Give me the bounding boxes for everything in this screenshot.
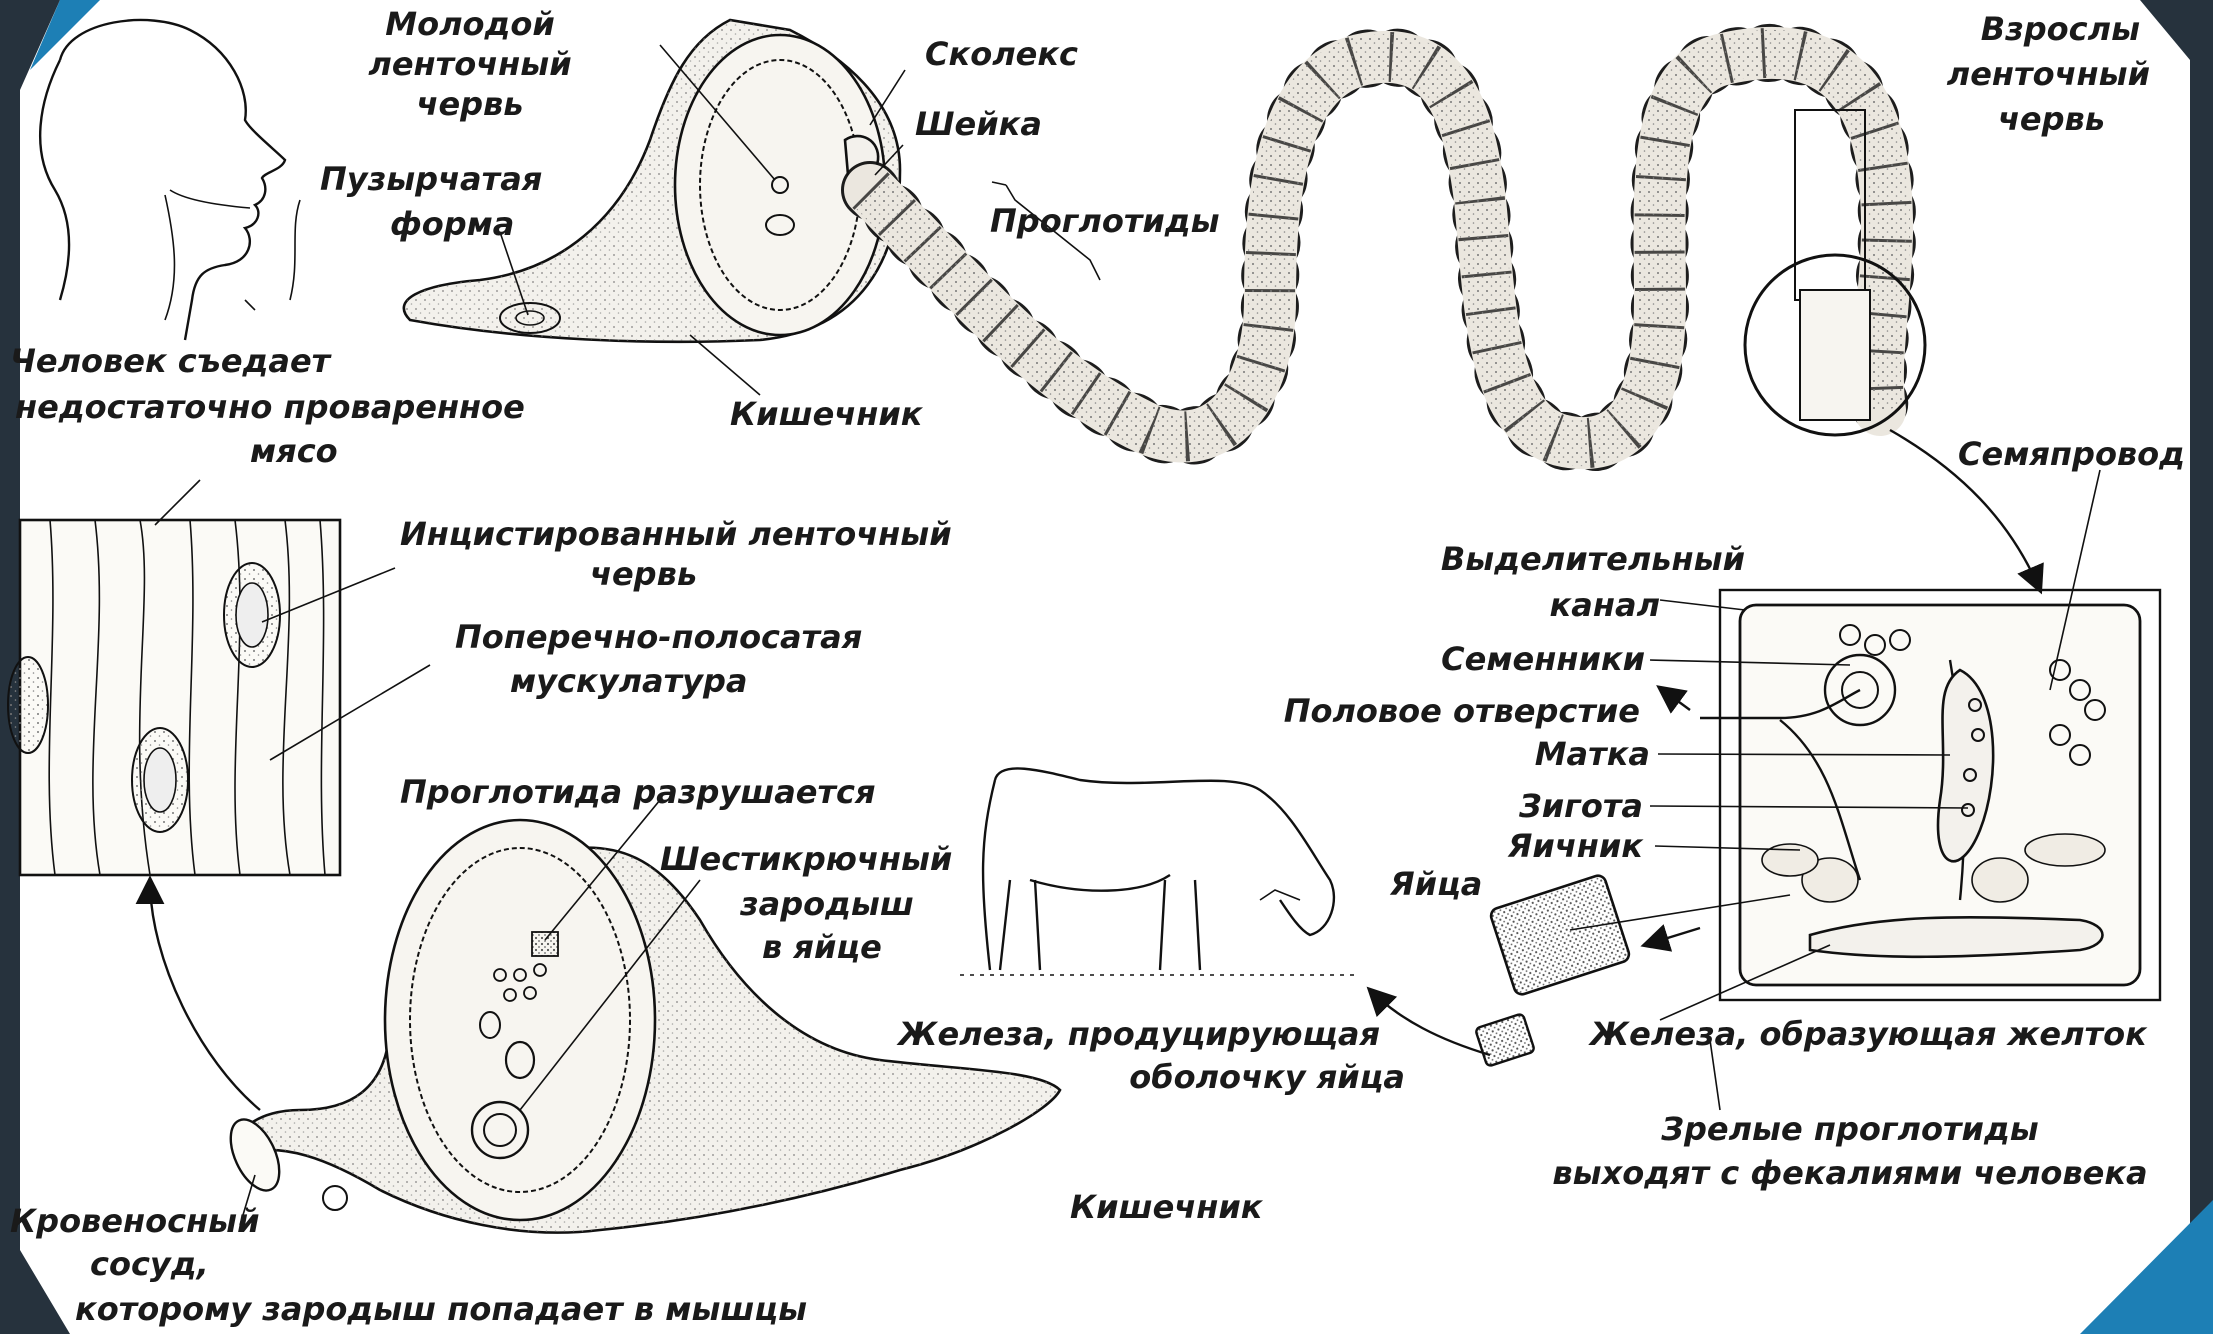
intestine-top-label: Кишечник bbox=[730, 395, 924, 433]
bladder-form-label-1: Пузырчатая bbox=[320, 160, 542, 198]
striated-muscle-label-1: Поперечно-полосатая bbox=[455, 618, 862, 656]
genital-pore-label: Половое отверстие bbox=[1284, 692, 1640, 730]
mature-proglottids-label-1: Зрелые проглотиды bbox=[1660, 1110, 2039, 1148]
human-eats-label-1: Человек съедает bbox=[10, 342, 333, 380]
human-eats-label-2: недостаточно проваренное bbox=[15, 388, 525, 426]
shell-gland-label-2: оболочку яйца bbox=[1129, 1058, 1405, 1096]
bladder-form-label-2: форма bbox=[390, 205, 514, 243]
human-head-illustration bbox=[40, 20, 300, 340]
hexacanth-label-3: в яйце bbox=[762, 928, 882, 966]
neck-label: Шейка bbox=[915, 105, 1042, 143]
young-worm-label-3: червь bbox=[416, 85, 523, 123]
human-eats-label-3: мясо bbox=[250, 432, 338, 470]
intestine-bottom-label: Кишечник bbox=[1070, 1188, 1264, 1226]
striated-muscle-label-2: мускулатура bbox=[510, 662, 748, 700]
adult-worm-label-1: Взрослы bbox=[1981, 10, 2140, 48]
yolk-gland-label: Железа, образующая желток bbox=[1588, 1015, 2148, 1053]
adult-worm-label-3: червь bbox=[1998, 100, 2105, 138]
excretory-canal-label-1: Выделительный bbox=[1441, 540, 1745, 578]
sperm-duct-label: Семяпровод bbox=[1958, 435, 2185, 473]
blood-vessel-label-3: которому зародыш попадает в мышцы bbox=[75, 1290, 807, 1328]
testes-label: Семенники bbox=[1441, 640, 1645, 678]
blood-vessel-label-2: сосуд, bbox=[90, 1245, 209, 1283]
scolex-label: Сколекс bbox=[925, 35, 1078, 73]
hexacanth-label-1: Шестикрючный bbox=[660, 840, 952, 878]
excretory-canal-label-2: канал bbox=[1550, 586, 1660, 624]
hexacanth-label-2: зародыш bbox=[739, 885, 914, 923]
proglottid-anatomy bbox=[1700, 590, 2160, 1000]
striated-muscle-block bbox=[8, 520, 340, 875]
encysted-worm-label-2: червь bbox=[590, 555, 697, 593]
zygote-label: Зигота bbox=[1518, 787, 1643, 825]
encysted-worm-label-1: Инцистированный ленточный bbox=[400, 515, 952, 553]
proglottid-breaks-label: Проглотида разрушается bbox=[400, 773, 876, 811]
adult-worm-label-2: ленточный bbox=[1947, 55, 2150, 93]
ovary-label: Яичник bbox=[1507, 827, 1645, 865]
shell-gland-label-1: Железа, продуцирующая bbox=[896, 1015, 1380, 1053]
young-worm-label-1: Молодой bbox=[385, 5, 555, 43]
young-worm-label-2: ленточный bbox=[368, 45, 571, 83]
uterus-label: Матка bbox=[1535, 735, 1650, 773]
cow-illustration bbox=[960, 768, 1360, 975]
mature-proglottids-label-2: выходят с фекалиями человека bbox=[1552, 1154, 2147, 1192]
proglottids-label: Проглотиды bbox=[990, 202, 1220, 240]
eggs-label: Яйца bbox=[1389, 865, 1482, 903]
blood-vessel-label-1: Кровеносный bbox=[10, 1202, 260, 1240]
